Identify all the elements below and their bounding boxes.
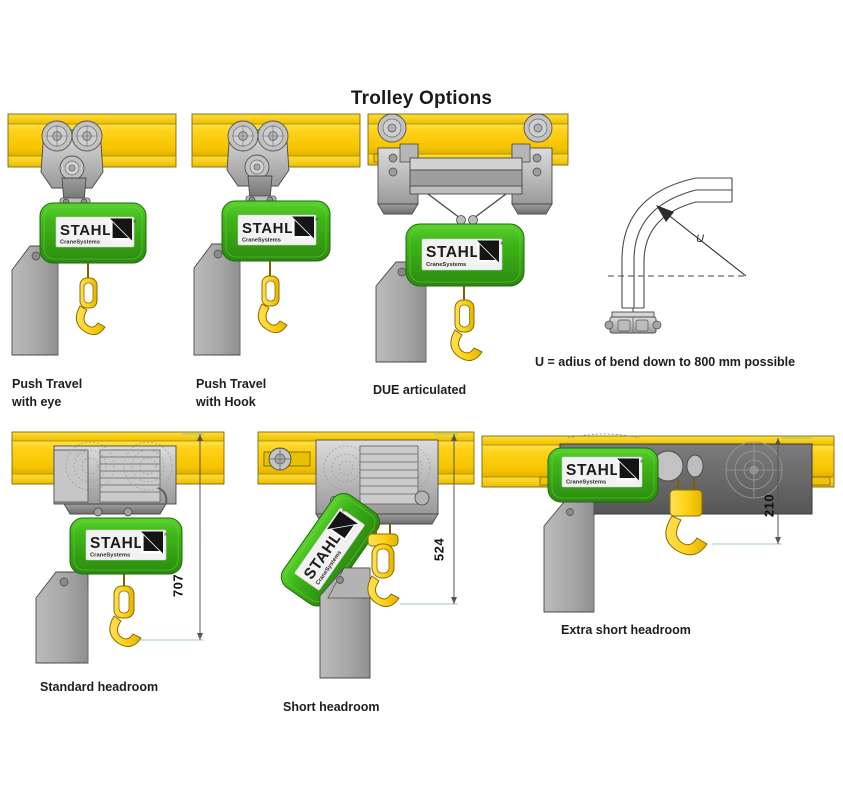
dimension-label-707: 707: [170, 573, 186, 598]
trolley-assembly: [226, 120, 290, 204]
stahl-logo-brand: STAHL: [426, 244, 480, 261]
hoist-body-green: STAHL CraneSystems ®: [39, 202, 147, 264]
motor-fins: [359, 445, 419, 505]
load-hook: [257, 261, 288, 334]
curved-beam-profile: [621, 177, 733, 309]
stahl-logo: STAHL CraneSystems ®: [85, 529, 168, 561]
hoist-body-green: STAHL CraneSystems ®: [280, 492, 381, 607]
dimension-524: [400, 433, 458, 605]
figure-curved-beam-radius: U: [604, 177, 748, 334]
stahl-logo-subbrand: CraneSystems: [242, 238, 281, 244]
hoist-body-green: STAHL CraneSystems ®: [221, 200, 331, 262]
hoist-body-green: STAHL CraneSystems ®: [547, 447, 659, 503]
trolley-wheel-left: [377, 113, 407, 143]
trolley-wheel-right: [71, 120, 103, 152]
stahl-logo-mark: [617, 458, 639, 481]
stahl-logo: STAHL CraneSystems ®: [237, 214, 319, 246]
trolley-assembly: [40, 120, 104, 206]
dimension-label-210: 210: [761, 493, 777, 518]
stahl-logo-mark: [110, 218, 132, 241]
stahl-logo-trademark: ®: [315, 216, 319, 222]
hoist-gearbox-housing: [35, 571, 89, 664]
stahl-logo-mark: [141, 531, 163, 554]
trolley-wheel-right: [257, 120, 289, 152]
hoist-gearbox-housing: [319, 567, 371, 679]
hoist-gearbox-housing: [543, 501, 595, 613]
load-hook: [450, 286, 483, 362]
stahl-logo-subbrand: CraneSystems: [426, 262, 466, 268]
stahl-logo-subbrand: CraneSystems: [90, 553, 130, 559]
figure-standard-headroom: STAHL CraneSystems ®: [11, 431, 225, 664]
hoist-body-green: STAHL CraneSystems ®: [69, 517, 183, 575]
stahl-logo-trademark: ®: [164, 531, 168, 537]
dimension-label-524: 524: [431, 537, 447, 562]
figure-push-travel-with-eye: STAHL CraneSystems ®: [7, 113, 177, 356]
stahl-logo-trademark: ®: [500, 240, 504, 246]
dimension-707: [136, 433, 204, 641]
stahl-logo-brand: STAHL: [242, 220, 294, 237]
stahl-logo: STAHL CraneSystems ®: [55, 216, 137, 248]
load-hook: [367, 524, 400, 608]
hoist-gearbox-housing: [193, 243, 241, 356]
articulation-links: [427, 193, 507, 225]
stahl-logo-brand: STAHL: [566, 462, 620, 479]
hidden-wheel-outlines: [65, 441, 173, 491]
stahl-logo-mark: [292, 216, 314, 239]
stahl-logo-trademark: ®: [640, 458, 644, 464]
figure-short-headroom: STAHL CraneSystems ®: [257, 431, 475, 679]
trolley-motor-assembly: [53, 441, 177, 517]
load-hook: [665, 478, 708, 556]
figure-extra-short-headroom: STAHL CraneSystems ®: [481, 433, 835, 613]
caption-short-headroom: Short headroom: [283, 700, 380, 714]
cross-beam: [409, 157, 523, 195]
stahl-logo-mark: [477, 240, 499, 263]
stahl-logo-brand: STAHL: [60, 222, 112, 239]
stahl-logo: STAHL CraneSystems ®: [421, 238, 504, 271]
caption-push-travel-with-hook: Push Travel with Hook: [196, 377, 267, 410]
trolley-wheel-left: [227, 120, 259, 152]
hoist-body-green: STAHL CraneSystems ®: [405, 223, 525, 287]
caption-push-travel-with-eye: Push Travel with eye: [12, 377, 83, 410]
load-hook: [75, 263, 106, 336]
beam-end-roller: [263, 447, 311, 471]
stahl-logo-mark: [327, 511, 358, 542]
stahl-logo: STAHL CraneSystems ®: [561, 456, 644, 488]
hoist-gearbox-housing: [11, 245, 59, 356]
trolley-pivot: [59, 155, 85, 181]
stahl-logo-subbrand: CraneSystems: [60, 240, 100, 246]
stahl-logo-subbrand: CraneSystems: [566, 480, 606, 486]
load-hook: [109, 574, 142, 648]
stahl-logo-brand: STAHL: [90, 535, 144, 552]
caption-extra-short-headroom: Extra short headroom: [561, 623, 691, 637]
dimension-210: [712, 437, 812, 545]
radius-arrow: [656, 205, 747, 277]
trolley-pivot: [244, 154, 270, 180]
radius-symbol-label: U: [696, 233, 704, 245]
trolley-wheel-right: [523, 113, 553, 143]
motor-fins: [99, 449, 161, 503]
stahl-logo-trademark: ®: [133, 218, 137, 224]
caption-standard-headroom: Standard headroom: [40, 680, 159, 694]
caption-due-articulated: DUE articulated: [373, 383, 467, 397]
figure-push-travel-with-hook: STAHL CraneSystems ®: [191, 113, 361, 356]
figure-due-articulated: STAHL CraneSystems ®: [367, 113, 569, 363]
hoist-gearbox-housing: [375, 261, 427, 363]
trolley-wheel-left: [41, 120, 73, 152]
trolley-wheel-hidden: [725, 441, 783, 499]
curved-beam-trolley: [604, 308, 662, 334]
radius-note: U = adius of bend down to 800 mm possibl…: [535, 355, 796, 369]
page-title: Trolley Options: [350, 88, 493, 109]
stahl-logo-trademark: ®: [340, 507, 347, 514]
